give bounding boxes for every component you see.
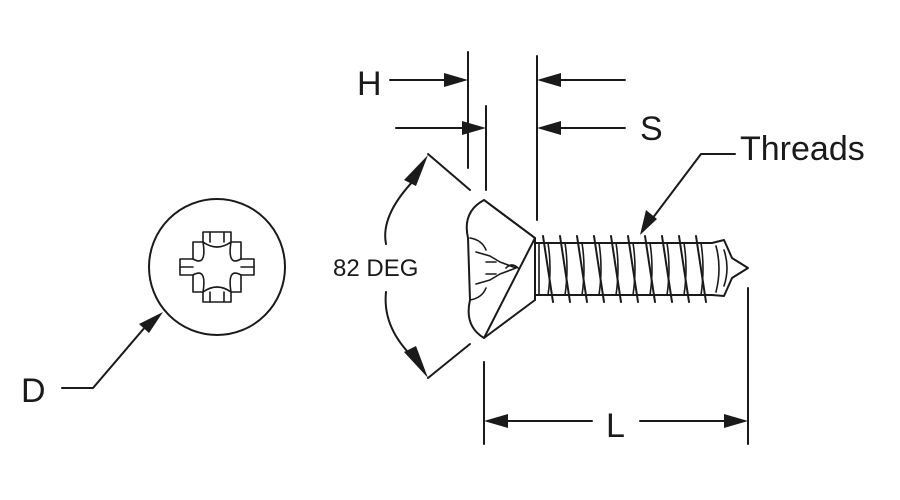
angle-dimension	[384, 153, 471, 379]
threaded-shank	[534, 235, 749, 303]
s-label: S	[640, 110, 663, 148]
threads-label: Threads	[740, 130, 865, 168]
d-label: D	[21, 372, 46, 410]
threads-leader	[640, 153, 736, 235]
phillips-recess-icon	[179, 231, 255, 303]
s-dimension	[536, 55, 626, 221]
l-dimension	[483, 287, 749, 445]
angle-label: 82 DEG	[333, 255, 418, 282]
head-outline-circle	[148, 198, 286, 336]
d-dimension-leader	[61, 312, 163, 389]
h-label: H	[357, 65, 382, 103]
l-label: L	[606, 407, 625, 445]
h-dimension	[389, 51, 487, 191]
flat-head-profile	[465, 199, 536, 339]
head-end-view	[148, 198, 286, 336]
screw-side-view	[465, 199, 749, 339]
